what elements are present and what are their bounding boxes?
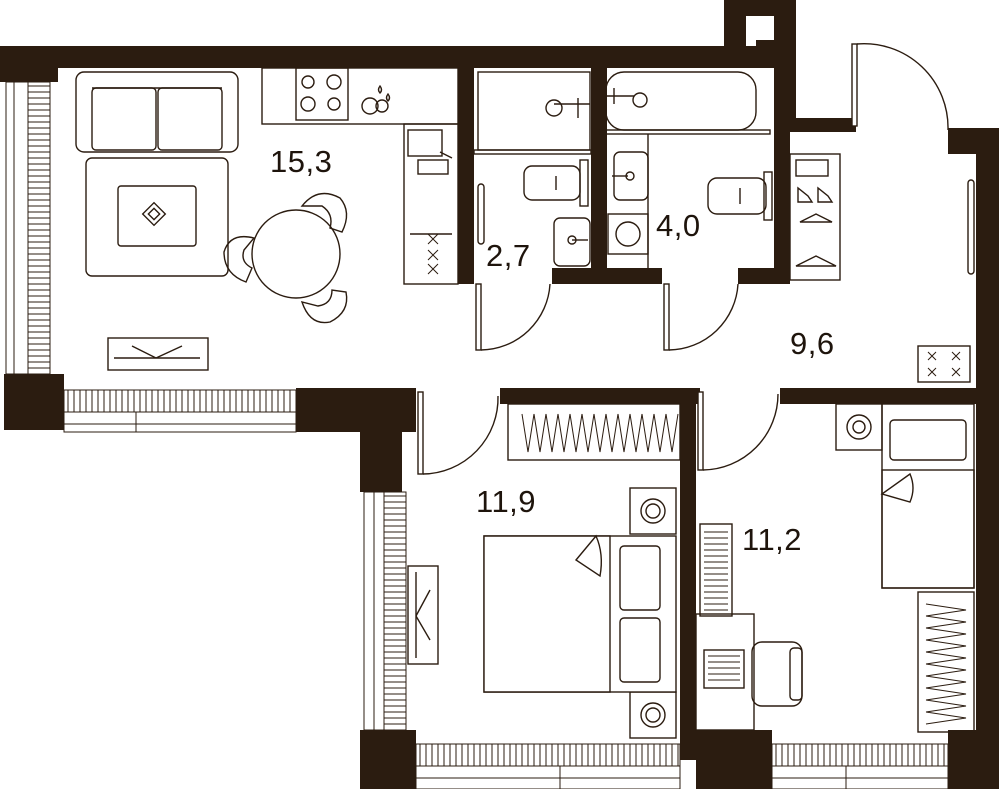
rug-icon <box>85 157 229 277</box>
tv-stand-icon <box>407 565 439 665</box>
door-icon <box>417 43 949 475</box>
cooktop-icon <box>295 67 349 121</box>
tv-stand-icon <box>107 337 209 371</box>
toilet-icon <box>523 159 589 207</box>
coat-rack <box>967 179 975 275</box>
room-area-bathroom-large: 4,0 <box>656 208 701 243</box>
single-bed-icon <box>880 403 975 589</box>
wardrobe-icon <box>789 153 841 281</box>
washbasin-icon <box>612 151 649 201</box>
sink-icon <box>361 84 453 175</box>
shower-icon <box>473 71 592 155</box>
sofa-icon <box>75 71 239 153</box>
window-icon <box>5 81 949 789</box>
double-bed-icon <box>483 534 677 693</box>
room-area-bedroom-main: 11,9 <box>476 484 537 519</box>
hanger-icon <box>795 159 837 267</box>
dining-table-icon <box>251 209 341 299</box>
window-icon <box>67 390 945 766</box>
room-area-hallway: 9,6 <box>790 326 835 361</box>
bookshelf-icon <box>699 523 733 617</box>
nightstand-icon <box>629 487 677 739</box>
office-chair-icon <box>751 641 803 707</box>
towel-rail <box>477 183 485 245</box>
oven-icon <box>410 233 452 275</box>
washing-machine-icon <box>835 403 883 451</box>
room-area-living-kitchen: 15,3 <box>270 144 333 179</box>
toilet-icon <box>707 171 773 221</box>
washbasin-icon <box>553 217 591 267</box>
cabinet-icon <box>917 345 971 383</box>
dresser-icon <box>507 403 681 461</box>
desk-icon <box>695 613 755 731</box>
room-area-bathroom-small: 2,7 <box>486 238 531 273</box>
bathtub-icon <box>599 71 771 135</box>
room-area-bedroom-second: 11,2 <box>742 522 803 557</box>
chair-icon <box>223 192 348 324</box>
washing-machine-icon <box>607 213 649 255</box>
shoes-icon <box>797 186 834 203</box>
wardrobe-icon <box>917 591 975 733</box>
kitchen-counter <box>261 67 459 285</box>
